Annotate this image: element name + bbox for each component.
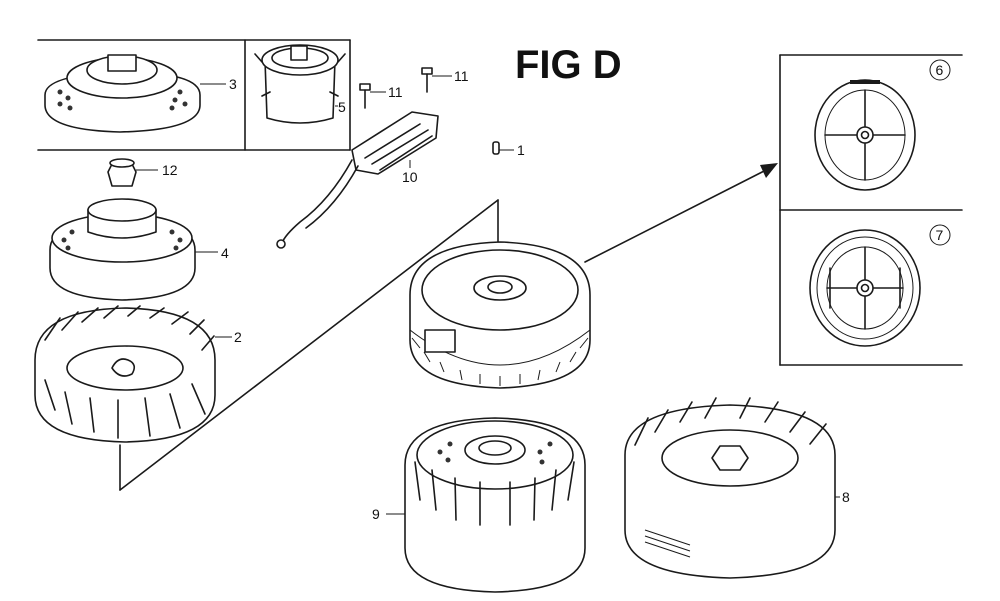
callout-6-circle: 6 [929, 59, 951, 81]
leader-lines [136, 75, 840, 515]
callout-7: 7 [936, 227, 944, 243]
part-5-collar [254, 44, 346, 124]
part-4-starter-pulley [49, 198, 196, 301]
top-left-frame [37, 39, 351, 151]
part-11-bolt-right [421, 67, 433, 93]
part-2-cooling-fan [34, 305, 216, 443]
callout-9: 9 [372, 506, 380, 522]
callout-4: 4 [221, 245, 229, 261]
callout-11-left: 11 [388, 84, 403, 100]
callout-2: 2 [234, 329, 242, 345]
part-6-flywheel-top [814, 79, 916, 191]
part-10-ignition-coil [276, 111, 439, 249]
flywheel-assembly [409, 241, 591, 389]
callout-11-right: 11 [454, 68, 469, 84]
part-3-starter-cup [44, 54, 201, 133]
callout-7-circle: 7 [929, 224, 951, 246]
callout-1: 1 [517, 142, 525, 158]
callout-10: 10 [402, 169, 418, 185]
callout-5: 5 [338, 99, 346, 115]
callout-3: 3 [229, 76, 237, 92]
inset-arrow [584, 163, 778, 263]
callout-8: 8 [842, 489, 850, 505]
inset-frame [779, 54, 963, 366]
figure-title: FIG D [515, 43, 622, 87]
callout-12: 12 [162, 162, 178, 178]
part-1-key [492, 141, 500, 155]
part-9-fan-flywheel [404, 417, 586, 593]
part-12-nut [107, 158, 137, 187]
part-8-fan-flywheel [624, 397, 836, 579]
part-7-flywheel-gear [809, 229, 921, 347]
part-11-bolt-left [359, 83, 371, 109]
callout-6: 6 [936, 62, 944, 78]
